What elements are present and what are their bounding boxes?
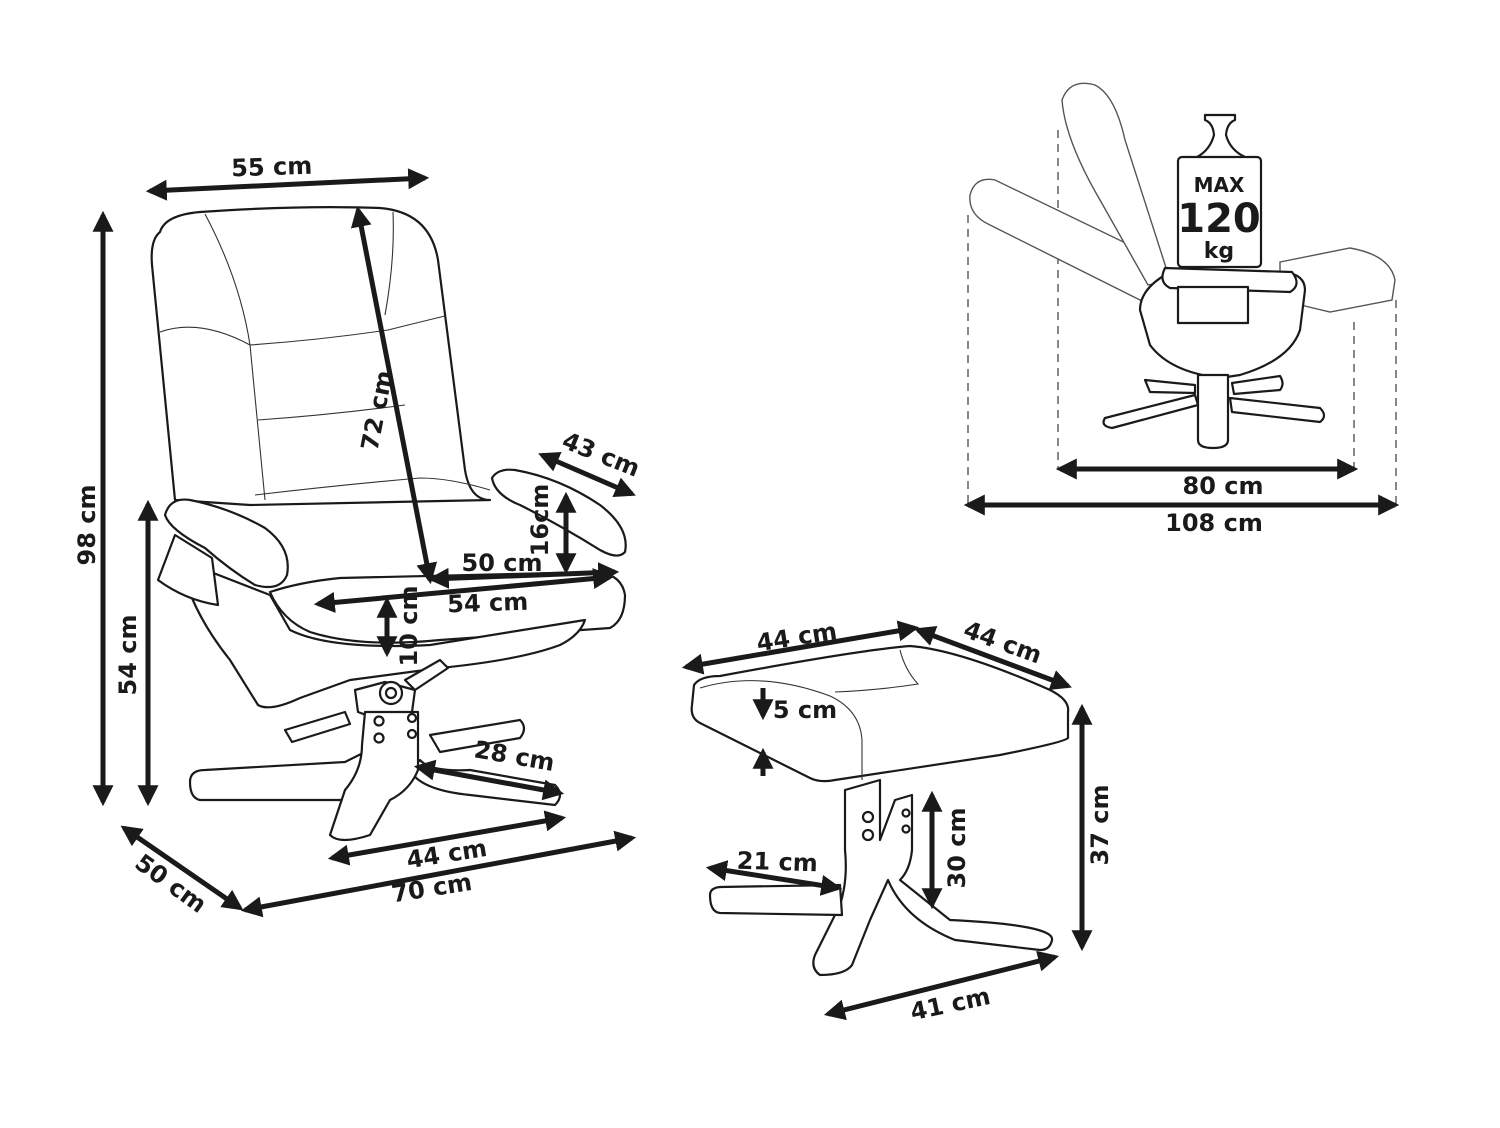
label-seat-width: 54 cm (447, 588, 529, 619)
label-armrest-length: 43 cm (558, 426, 644, 482)
label-armrest-height: 16cm (526, 484, 554, 557)
chair-drawing (150, 206, 627, 842)
label-chair-width-top: 55 cm (231, 152, 313, 183)
label-footstool-leg-length: 21 cm (736, 847, 818, 878)
label-chair-height-total: 98 cm (73, 485, 101, 566)
label-depth-reclined: 108 cm (1165, 509, 1263, 537)
label-base-leg: 28 cm (472, 735, 557, 777)
reclined-chair-drawing (967, 82, 1397, 505)
label-width-total: 70 cm (390, 868, 474, 908)
reclined-dimensions: MAX 120 kg 80 cm 108 cm (963, 173, 1400, 537)
label-max-load-caption: MAX (1194, 173, 1245, 197)
label-seat-depth: 50 cm (462, 549, 543, 577)
footstool-drawing (690, 644, 1070, 977)
chair-base (188, 710, 562, 842)
chair-body (178, 558, 587, 709)
label-footstool-top-width: 44 cm (755, 617, 839, 657)
label-footstool-leg-height: 30 cm (943, 808, 971, 889)
label-chair-seat-height: 54 cm (114, 615, 142, 696)
label-footstool-cushion: 5 cm (773, 696, 837, 724)
label-max-load-value: 120 (1177, 196, 1261, 242)
label-footstool-height: 37 cm (1086, 785, 1114, 866)
chair-left-armrest (163, 498, 289, 589)
max-load-weight-icon (1176, 113, 1263, 269)
label-max-load-unit: kg (1204, 239, 1234, 264)
chair-backrest (150, 206, 492, 507)
chair-dimensions (92, 168, 637, 918)
label-seat-thickness: 10 cm (395, 586, 423, 667)
label-depth-upright: 80 cm (1183, 472, 1264, 500)
